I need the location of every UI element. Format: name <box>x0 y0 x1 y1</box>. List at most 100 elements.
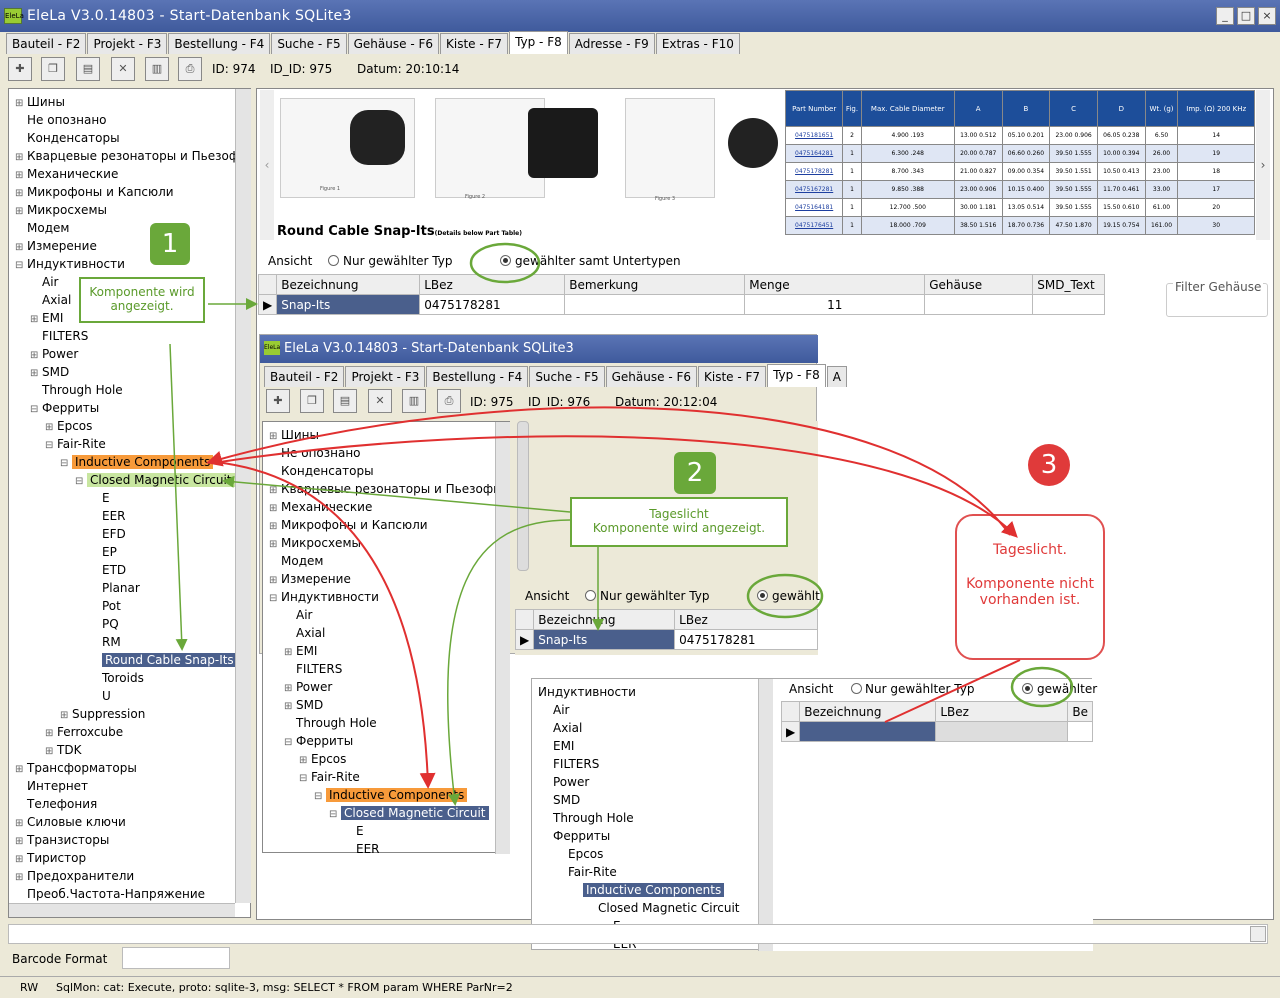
inset2-tab-6[interactable]: Typ - F8 <box>767 364 826 387</box>
collapse-icon[interactable]: ⊟ <box>15 260 24 271</box>
col-lbez[interactable]: LBez <box>419 274 566 295</box>
tree-item[interactable]: EER <box>265 840 495 858</box>
inset2-radio-nur-typ[interactable] <box>585 590 596 601</box>
new-icon[interactable]: ✚ <box>8 57 32 81</box>
tree-item[interactable]: Through Hole <box>265 714 495 732</box>
tree-item[interactable]: ⊞Кварцевые резонаторы и Пьезофи <box>265 480 501 498</box>
tree-item[interactable]: Преоб.Частота-Напряжение <box>11 885 237 903</box>
tree-item[interactable]: Epcos <box>534 845 759 863</box>
tree-item[interactable]: ⊟Fair-Rite <box>265 768 495 786</box>
collapse-icon[interactable]: ⊟ <box>299 773 308 784</box>
tree-item[interactable]: ⊞Измерение <box>265 570 495 588</box>
inset2-tab-3[interactable]: Suche - F5 <box>529 366 605 387</box>
tree-item[interactable]: ⊟Inductive Components <box>11 453 237 471</box>
inset2-tab-5[interactable]: Kiste - F7 <box>698 366 767 387</box>
inset2-tab-1[interactable]: Projekt - F3 <box>345 366 426 387</box>
inset3-radio-untertypen[interactable] <box>1022 683 1033 694</box>
expand-icon[interactable]: ⊞ <box>15 872 24 883</box>
tree-item[interactable]: Axial <box>11 291 237 309</box>
tree-item[interactable]: ⊞Suppression <box>11 705 237 723</box>
tree-item[interactable]: Конденсаторы <box>11 129 237 147</box>
tree-item[interactable]: ⊞Транзисторы <box>11 831 237 849</box>
tree-item[interactable]: Axial <box>534 719 759 737</box>
tree-item[interactable]: ⊟Closed Magnetic Circuit <box>265 804 495 822</box>
image-next-icon[interactable]: › <box>1256 90 1270 240</box>
tree-item[interactable]: RM <box>11 633 237 651</box>
inset2-image-scroll[interactable] <box>517 421 529 571</box>
expand-icon[interactable]: ⊞ <box>15 818 24 829</box>
tree-item[interactable]: ⊞Механические <box>265 498 495 516</box>
tree-item[interactable]: EMI <box>534 737 759 755</box>
tree-item[interactable]: Fair-Rite <box>534 863 759 881</box>
tree-item[interactable]: ⊟Индуктивности <box>265 588 495 606</box>
part-table-cell[interactable]: 0475164181 <box>784 198 844 217</box>
tree-item[interactable]: ⊞SMD <box>11 363 237 381</box>
clipboard-icon[interactable]: ▥ <box>145 57 169 81</box>
col-gehaeuse[interactable]: Gehäuse <box>924 274 1034 295</box>
inset2-tab-0[interactable]: Bauteil - F2 <box>264 366 345 387</box>
part-table-cell[interactable]: 0475176451 <box>784 216 844 235</box>
expand-icon[interactable]: ⊞ <box>15 854 24 865</box>
tab-7[interactable]: Adresse - F9 <box>568 33 655 54</box>
tree-item[interactable]: ⊞TDK <box>11 741 237 759</box>
inset2-clipboard-icon[interactable]: ▥ <box>402 389 426 413</box>
tree-item[interactable]: EFD <box>11 525 237 543</box>
tree-item[interactable]: FILTERS <box>11 327 237 345</box>
expand-icon[interactable]: ⊞ <box>15 170 24 181</box>
paste-icon[interactable]: ▤ <box>76 57 100 81</box>
expand-icon[interactable]: ⊞ <box>30 350 39 361</box>
tree-item[interactable]: ⊟Inductive Components <box>265 786 495 804</box>
table-row[interactable]: ▶ Snap-Its 0475178281 11 <box>257 294 1106 315</box>
tree-item[interactable]: ⊟Ферриты <box>265 732 495 750</box>
tree-item[interactable]: Модем <box>11 219 237 237</box>
tree-item[interactable]: EER <box>11 507 237 525</box>
tree-item[interactable]: ⊟Fair-Rite <box>11 435 237 453</box>
collapse-icon[interactable]: ⊟ <box>30 404 39 415</box>
tree-item[interactable]: Power <box>534 773 759 791</box>
tree-item[interactable]: ⊞Кварцевые резонаторы и Пьезофи <box>11 147 247 165</box>
tree-item[interactable]: Ферриты <box>534 827 759 845</box>
collapse-icon[interactable]: ⊟ <box>284 737 293 748</box>
expand-icon[interactable]: ⊞ <box>45 422 54 433</box>
tab-3[interactable]: Suche - F5 <box>271 33 347 54</box>
barcode-format-input[interactable] <box>122 947 230 969</box>
tree-item[interactable]: Интернет <box>11 777 237 795</box>
tree-item[interactable]: U <box>11 687 237 705</box>
tree-item[interactable]: Конденсаторы <box>265 462 495 480</box>
tree-item[interactable]: Air <box>534 701 759 719</box>
expand-icon[interactable]: ⊞ <box>15 98 24 109</box>
tree-item[interactable]: E <box>11 489 237 507</box>
tree-item[interactable]: Toroids <box>11 669 237 687</box>
col-menge[interactable]: Menge <box>744 274 926 295</box>
tree-item[interactable]: PQ <box>11 615 237 633</box>
expand-icon[interactable]: ⊞ <box>15 206 24 217</box>
tree-item[interactable]: Не опознано <box>11 111 237 129</box>
tree-item[interactable]: ⊞Ferroxcube <box>11 723 237 741</box>
close-icon[interactable]: × <box>1258 7 1276 25</box>
inset2-tree-scrollbar[interactable] <box>495 422 510 854</box>
tree-item[interactable]: Closed Magnetic Circuit <box>534 899 759 917</box>
part-table-cell[interactable]: 0475181651 <box>784 126 844 145</box>
minimize-icon[interactable]: _ <box>1216 7 1234 25</box>
tree-item[interactable]: Телефония <box>11 795 237 813</box>
image-prev-icon[interactable]: ‹ <box>260 90 274 240</box>
inset2-tab-7[interactable]: A <box>826 366 847 387</box>
tree-item[interactable]: ⊞Тиристор <box>11 849 237 867</box>
filter-gehaeuse-box[interactable]: Filter Gehäuse <box>1166 280 1268 317</box>
delete-icon[interactable]: ✕ <box>111 57 135 81</box>
tab-2[interactable]: Bestellung - F4 <box>168 33 271 54</box>
tree-item[interactable]: ⊞Механические <box>11 165 237 183</box>
expand-icon[interactable]: ⊞ <box>15 152 24 163</box>
tree-item[interactable]: Модем <box>265 552 495 570</box>
tree-item[interactable]: ⊞Power <box>265 678 495 696</box>
expand-icon[interactable]: ⊞ <box>15 188 24 199</box>
tree-item[interactable]: ⊞Epcos <box>11 417 237 435</box>
expand-icon[interactable]: ⊞ <box>45 746 54 757</box>
tree-item[interactable]: ⊞Микросхемы <box>265 534 495 552</box>
tree-scrollbar[interactable] <box>235 89 251 903</box>
